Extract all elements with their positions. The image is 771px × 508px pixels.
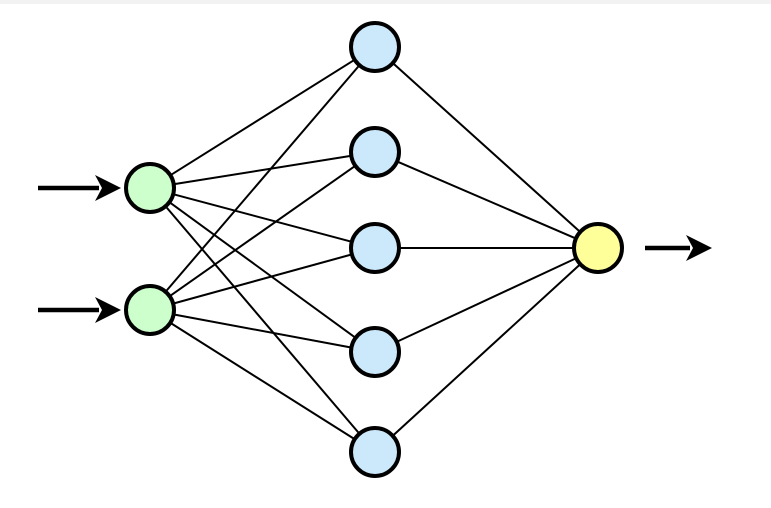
edge-h1-o1	[391, 61, 582, 234]
edge-h5-o1	[391, 262, 582, 438]
input-arrow-1-head	[95, 175, 121, 201]
edge-i1-h4	[168, 200, 357, 340]
edge-i1-h3	[171, 192, 354, 244]
node-circle-i1[interactable]	[124, 162, 176, 214]
top-band	[0, 0, 771, 4]
node-h5[interactable]	[349, 426, 401, 478]
node-circle-h1[interactable]	[349, 21, 401, 73]
edge-i2-h1	[164, 63, 361, 294]
edge-i1-h1	[168, 58, 357, 177]
edge-i2-h5	[168, 321, 357, 441]
edge-i2-h3	[171, 253, 354, 305]
node-i1[interactable]	[124, 162, 176, 214]
edge-i2-h2	[168, 164, 357, 298]
node-circle-h5[interactable]	[349, 426, 401, 478]
edge-h2-o1	[395, 160, 578, 240]
edge-i1-h5	[164, 204, 361, 436]
edges-group	[164, 58, 582, 441]
node-h1[interactable]	[349, 21, 401, 73]
node-circle-h3[interactable]	[349, 222, 401, 274]
edge-h4-o1	[395, 256, 578, 344]
edge-i2-h4	[172, 313, 353, 349]
node-o1[interactable]	[572, 222, 624, 274]
node-i2[interactable]	[124, 284, 176, 336]
input-arrow-2-head	[95, 297, 121, 323]
node-h4[interactable]	[349, 326, 401, 378]
output-arrow-1-head	[686, 235, 712, 261]
node-circle-o1[interactable]	[572, 222, 624, 274]
node-circle-i2[interactable]	[124, 284, 176, 336]
edge-i1-h2	[172, 154, 353, 186]
nodes-group	[124, 21, 624, 478]
node-h3[interactable]	[349, 222, 401, 274]
node-h2[interactable]	[349, 126, 401, 178]
node-circle-h2[interactable]	[349, 126, 401, 178]
arrows-group	[38, 175, 712, 323]
node-circle-h4[interactable]	[349, 326, 401, 378]
